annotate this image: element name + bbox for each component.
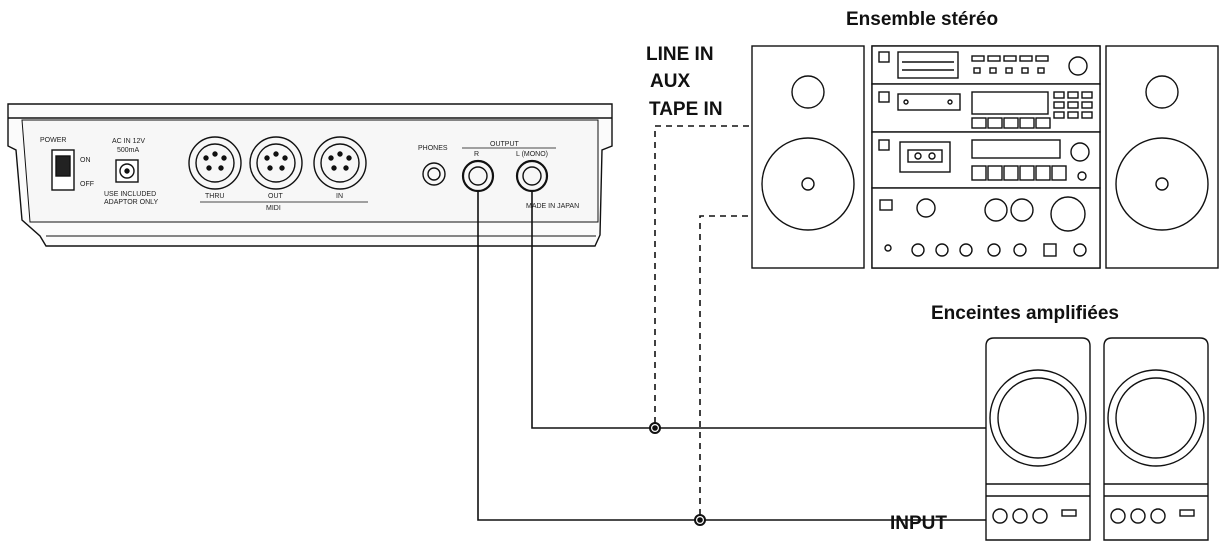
output-l-jack (515, 159, 549, 193)
line-in-label: LINE IN (646, 44, 714, 65)
phones-label: PHONES (418, 145, 448, 152)
output-label: OUTPUT (490, 141, 520, 148)
midi-label: MIDI (266, 205, 281, 212)
stereo-system-title: Ensemble stéréo (846, 9, 999, 30)
on-label: ON (80, 157, 91, 164)
midi-out-jack (249, 136, 303, 190)
powered-speakers-title: Enceintes amplifiées (931, 303, 1119, 324)
midi-thru-jack (188, 136, 242, 190)
powered-speakers (985, 337, 1209, 541)
audio-cables (477, 125, 990, 526)
ac-rating-label: AC IN 12V (112, 138, 145, 145)
powered-speaker-right (1103, 337, 1209, 541)
powered-speaker-left (985, 337, 1091, 541)
ac-current-label: 500mA (117, 147, 140, 154)
aux-label: AUX (650, 71, 691, 92)
output-r-label: R (474, 151, 479, 158)
input-label: INPUT (890, 513, 947, 534)
stereo-left-speaker (751, 45, 865, 269)
thru-label: THRU (205, 193, 224, 200)
in-label: IN (336, 193, 343, 200)
made-in-label: MADE IN JAPAN (526, 203, 579, 210)
adaptor-note-1: USE INCLUDED (104, 191, 156, 198)
out-label: OUT (268, 193, 284, 200)
tape-in-label: TAPE IN (649, 99, 723, 120)
output-r-jack (461, 159, 495, 193)
output-l-label: L (MONO) (516, 151, 548, 158)
power-label: POWER (40, 137, 66, 144)
stereo-system (751, 45, 1219, 269)
phones-jack (422, 162, 446, 186)
off-label: OFF (80, 181, 94, 188)
stereo-right-speaker (1105, 45, 1219, 269)
midi-in-jack (313, 136, 367, 190)
stereo-rack (871, 45, 1101, 269)
instrument-rear-panel (7, 103, 613, 247)
adaptor-note-2: ADAPTOR ONLY (104, 199, 159, 206)
